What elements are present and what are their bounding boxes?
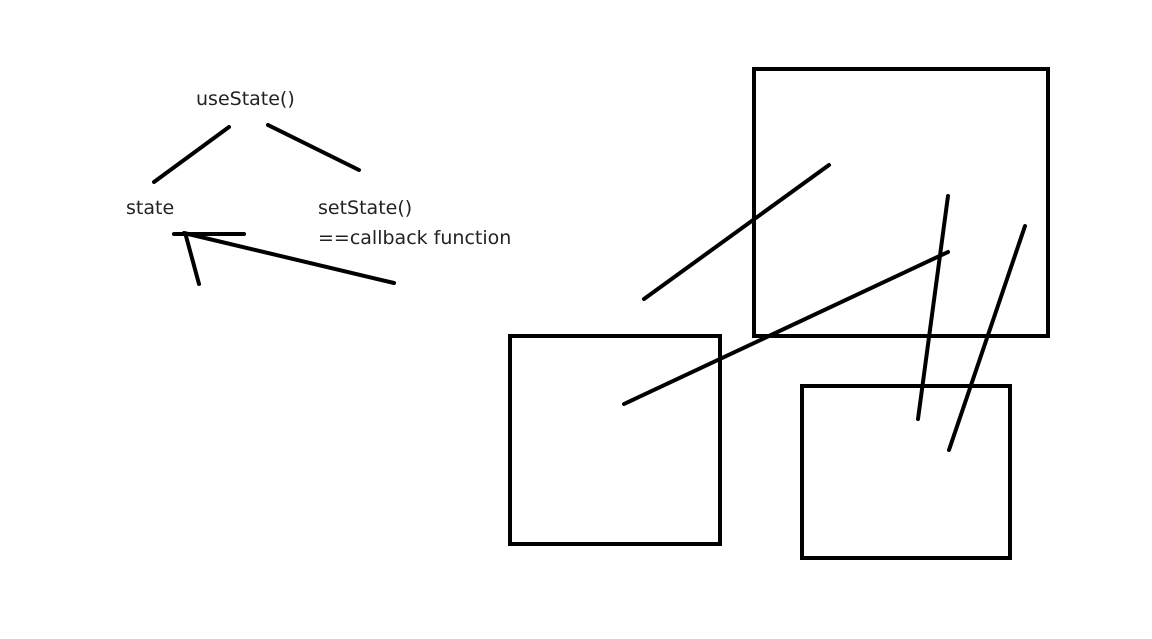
box-bottom-left [508, 334, 722, 546]
arrow-head-lower-stroke [184, 234, 201, 286]
arrow-shaft-line [182, 231, 396, 285]
large-box-top-right [752, 67, 1050, 338]
connector-line-steep-left [916, 194, 950, 421]
connector-line-steep-right [947, 224, 1027, 452]
usestate-label: useState() [196, 88, 295, 110]
branch-to-setstate-line [266, 123, 361, 172]
state-label: state [126, 197, 175, 219]
branch-to-state-line [152, 125, 231, 184]
connector-line-upper-left [642, 163, 831, 301]
box-bottom-right [800, 384, 1012, 560]
connector-line-long-diagonal [622, 250, 950, 406]
setstate-label: setState() [318, 197, 413, 219]
callback-function-label: ==callback function [318, 227, 512, 249]
